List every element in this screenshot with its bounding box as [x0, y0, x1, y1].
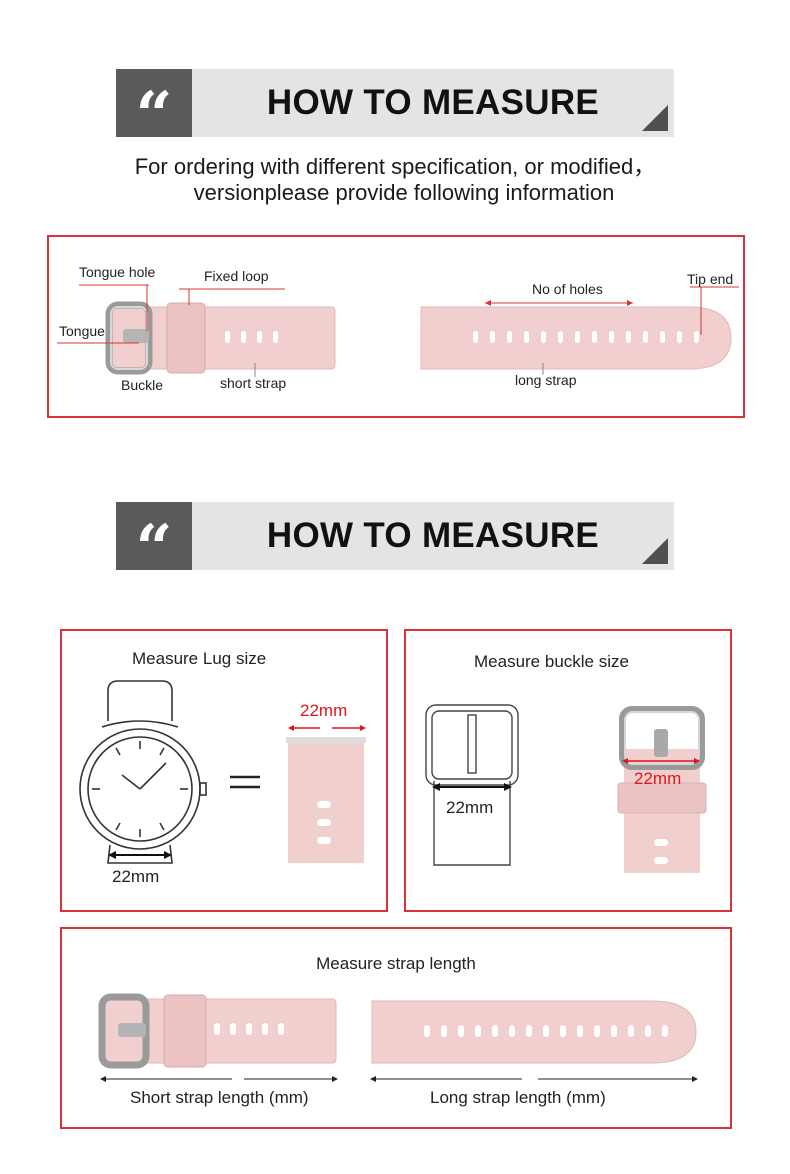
buckle-width-label: 22mm	[446, 798, 494, 817]
corner-triangle	[642, 105, 668, 131]
buckle-illustration	[425, 704, 707, 873]
header-banner-1: “ HOW TO MEASURE	[116, 69, 674, 148]
section-title: HOW TO MEASURE	[266, 516, 600, 555]
lug-strap-shape	[288, 737, 364, 863]
intro-line-2: versionplease provide following informat…	[193, 180, 615, 205]
intro-line-1: For ordering with different specificatio…	[134, 154, 656, 179]
label-long-strap: long strap	[515, 372, 577, 388]
quote-icon: “	[116, 502, 192, 581]
buckle-panel-title: Measure buckle size	[474, 652, 629, 671]
short-strap-shape	[108, 306, 336, 370]
quote-icon: “	[116, 69, 192, 148]
label-fixed-loop: Fixed loop	[204, 268, 269, 284]
corner-triangle	[642, 538, 668, 564]
label-no-of-holes: No of holes	[532, 281, 603, 297]
parts-diagram-panel: Tongue hole Fixed loop Tongue Buckle sho…	[47, 235, 745, 418]
label-buckle: Buckle	[121, 377, 164, 393]
lug-watch-width-label: 22mm	[112, 867, 160, 886]
header-banner-2: “ HOW TO MEASURE	[116, 502, 674, 581]
strap-length-panel: Measure strap length	[60, 927, 732, 1129]
buckle-strap-width-label: 22mm	[634, 769, 682, 788]
parts-diagram-svg	[57, 284, 739, 377]
length-panel-title: Measure strap length	[316, 954, 476, 973]
lug-size-panel: Measure Lug size	[60, 629, 388, 912]
label-tongue: Tongue	[59, 323, 105, 339]
lug-panel-title: Measure Lug size	[132, 649, 267, 668]
fixed-loop-shape	[166, 302, 206, 374]
section-title: HOW TO MEASURE	[266, 83, 600, 122]
strap-length-illustration	[98, 993, 698, 1082]
label-short-strap: short strap	[220, 375, 287, 391]
watch-illustration	[79, 680, 366, 864]
buckle-size-panel: Measure buckle size 22mm 22mm	[404, 629, 732, 912]
tongue-shape	[123, 329, 149, 343]
long-strap-length-label: Long strap length (mm)	[430, 1088, 606, 1107]
short-strap-length-label: Short strap length (mm)	[130, 1088, 309, 1107]
label-tongue-hole: Tongue hole	[79, 264, 156, 280]
label-tip-end: Tip end	[687, 271, 734, 287]
lug-strap-width-label: 22mm	[300, 701, 348, 720]
